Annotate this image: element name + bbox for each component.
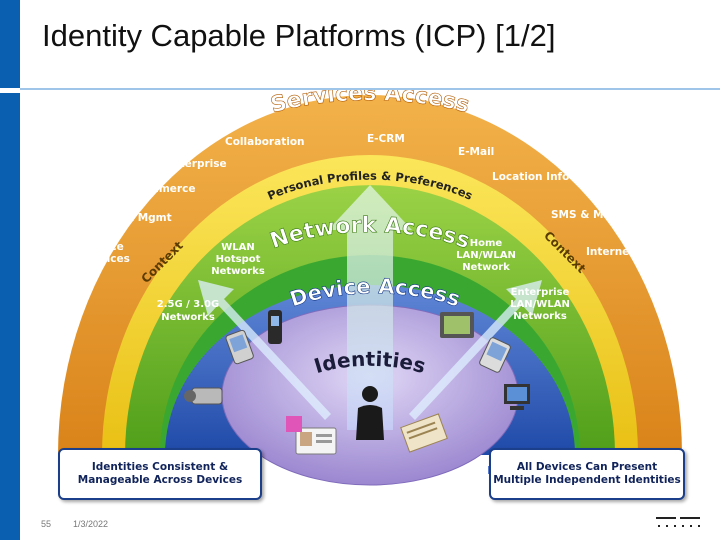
label-ent-3: Networks	[513, 311, 567, 322]
label-3g-2: Networks	[161, 312, 215, 323]
pda-icon	[225, 329, 254, 365]
camcorder-icon	[184, 387, 223, 405]
right-diagonal-arrow	[409, 280, 542, 420]
label-ent-2: LAN/WLAN	[510, 299, 570, 310]
label-ent-1: Enterprise	[511, 287, 570, 298]
id-card-icon	[295, 427, 337, 455]
left-diagonal-arrow	[198, 280, 331, 420]
label-collaboration: Collaboration	[225, 136, 305, 148]
accent-bar-bottom	[0, 93, 20, 540]
callout-right-text: All Devices Can Present Multiple Indepen…	[493, 461, 681, 486]
person-icon	[356, 386, 384, 440]
label-fleet: Fleet Mgmt	[104, 212, 172, 224]
icp-diagram-svg: Services Access Personal Profiles & Pref…	[58, 90, 682, 486]
page-number: 55	[41, 519, 52, 529]
label-voice-1: Voice	[92, 241, 124, 253]
handheld-icon	[479, 337, 511, 373]
label-location: Location Info	[492, 171, 569, 183]
label-commerce: Commerce	[133, 183, 195, 195]
label-3g-1: 2.5G / 3.0G	[157, 299, 219, 310]
desktop-icon	[504, 384, 530, 410]
icp-diagram: Services Access Personal Profiles & Pref…	[40, 90, 700, 510]
label-email: E-Mail	[458, 146, 494, 158]
slide-date: 1/3/2022	[73, 519, 109, 529]
label-home-1: Home	[470, 238, 503, 249]
label-wlan-2: Hotspot	[216, 254, 261, 265]
label-sms: SMS & MMS	[551, 209, 622, 221]
title-underline	[20, 88, 720, 90]
callout-right: All Devices Can Present Multiple Indepen…	[489, 448, 685, 500]
label-wlan-1: WLAN	[221, 242, 255, 253]
label-wlan-3: Networks	[211, 266, 265, 277]
slide-title: Identity Capable Platforms (ICP) [1/2]	[42, 18, 556, 53]
company-logo	[656, 514, 702, 530]
smart-card-icon	[286, 416, 302, 432]
phone-icon	[268, 310, 282, 344]
label-voice-2: Services	[80, 253, 130, 265]
label-internet: Internet	[586, 246, 634, 258]
label-enterprise: Enterprise	[165, 158, 227, 170]
tablet-icon	[440, 312, 474, 338]
central-up-arrow	[328, 185, 412, 430]
label-home-3: Network	[462, 262, 510, 273]
label-ecrm: E-CRM	[367, 133, 405, 145]
certificate-icon	[400, 413, 448, 453]
callout-left: Identities Consistent & Manageable Acros…	[58, 448, 262, 500]
logo-mark	[656, 517, 700, 527]
accent-bar-top	[0, 0, 20, 88]
callout-left-text: Identities Consistent & Manageable Acros…	[77, 461, 243, 486]
label-home-2: LAN/WLAN	[456, 250, 516, 261]
